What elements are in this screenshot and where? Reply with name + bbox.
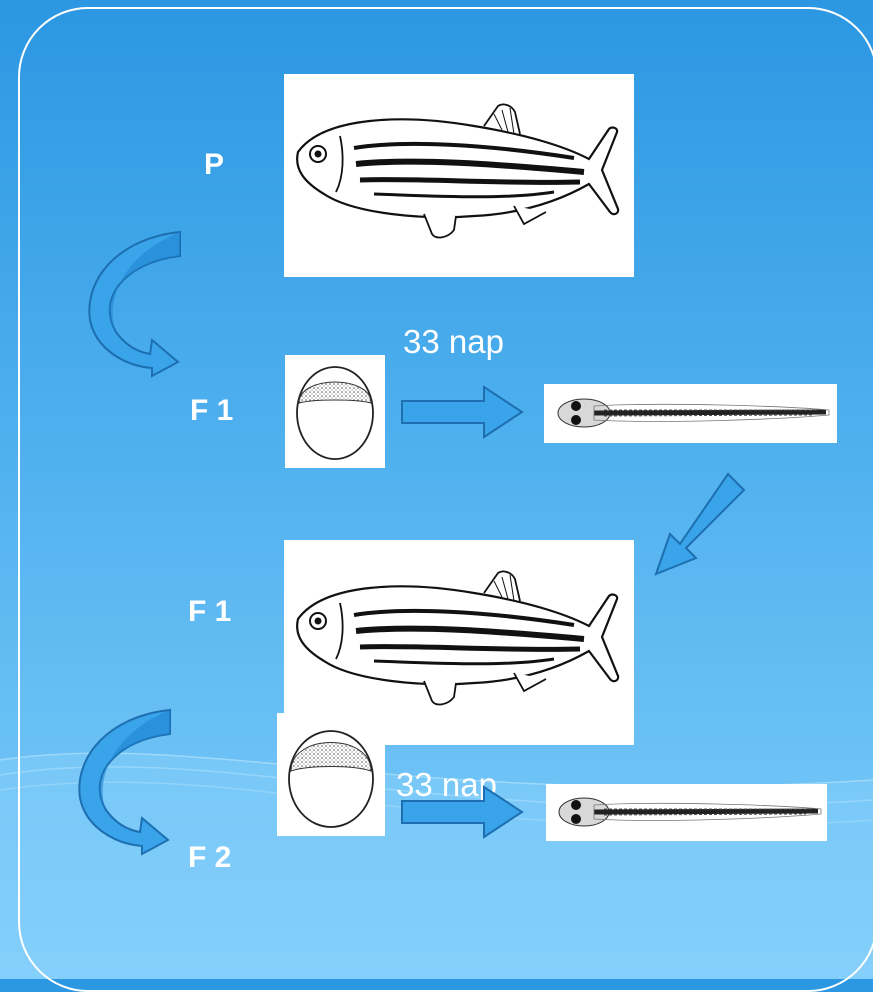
zebrafish-adult-icon xyxy=(284,74,634,277)
larva-card-f1 xyxy=(544,384,837,443)
generation-label-f2-egg: F 2 xyxy=(188,843,231,873)
egg-card-f1 xyxy=(285,355,385,468)
generation-label-f1-egg: F 1 xyxy=(190,396,233,426)
right-arrow-icon-row1 xyxy=(400,383,526,441)
diagonal-arrow-icon xyxy=(648,470,748,580)
generation-label-f1-adult: F 1 xyxy=(188,597,231,627)
zebrafish-egg-icon xyxy=(285,355,385,468)
duration-caption-row1: 33 nap xyxy=(403,325,504,358)
generation-label-p: P xyxy=(204,150,224,180)
egg-card-f2 xyxy=(277,713,385,836)
right-arrow-icon-row2 xyxy=(400,783,526,841)
larva-card-f2 xyxy=(546,784,827,841)
zebrafish-larva-icon xyxy=(546,784,827,841)
curved-arrow-icon-top xyxy=(86,228,186,378)
zebrafish-egg-icon xyxy=(277,713,385,836)
zebrafish-larva-icon xyxy=(544,384,837,443)
curved-arrow-icon-bottom xyxy=(76,706,178,856)
adult-fish-card-p xyxy=(284,74,634,277)
